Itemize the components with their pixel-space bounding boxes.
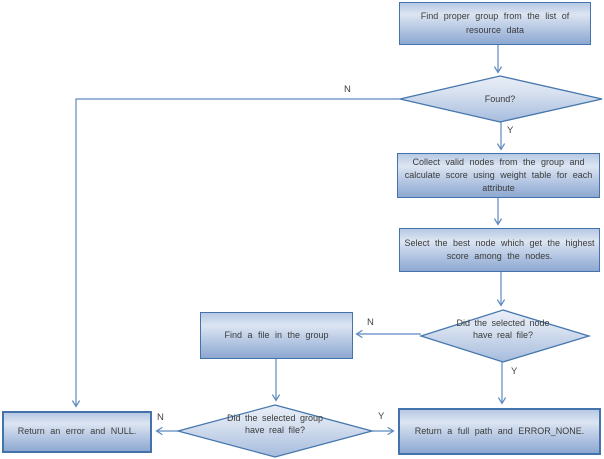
node-return-error-null: Return an error and NULL.: [2, 411, 152, 453]
edge-label-group-no: N: [157, 412, 164, 423]
node-find-file-in-group: Find a file in the group: [200, 312, 353, 359]
decision-group-has-file-diamond: [175, 404, 375, 458]
decision-found-diamond: [399, 75, 603, 123]
node-find-proper-group: Find proper group from the list of resou…: [399, 2, 591, 45]
node-select-best-node: Select the best node which get the highe…: [399, 228, 600, 272]
decision-node-has-file-diamond: [418, 309, 592, 363]
edge-label-found-yes: Y: [507, 125, 514, 136]
edge-label-group-yes: Y: [378, 411, 385, 422]
node-label: Collect valid nodes from the group and c…: [404, 156, 593, 194]
edge-label-node-yes: Y: [511, 366, 518, 377]
node-label: Select the best node which get the highe…: [404, 237, 595, 261]
edge-label-node-no: N: [367, 317, 374, 328]
edge-label-found-no: N: [344, 84, 351, 95]
node-return-full-path: Return a full path and ERROR_NONE.: [398, 408, 601, 455]
node-label: Return an error and NULL.: [17, 426, 137, 437]
node-label: Find a file in the group: [224, 329, 329, 340]
node-label: Return a full path and ERROR_NONE.: [414, 425, 585, 436]
node-collect-valid-nodes: Collect valid nodes from the group and c…: [397, 153, 600, 198]
connector-found-no-to-return-error: [71, 98, 400, 408]
node-label: Find proper group from the list of resou…: [420, 11, 570, 35]
